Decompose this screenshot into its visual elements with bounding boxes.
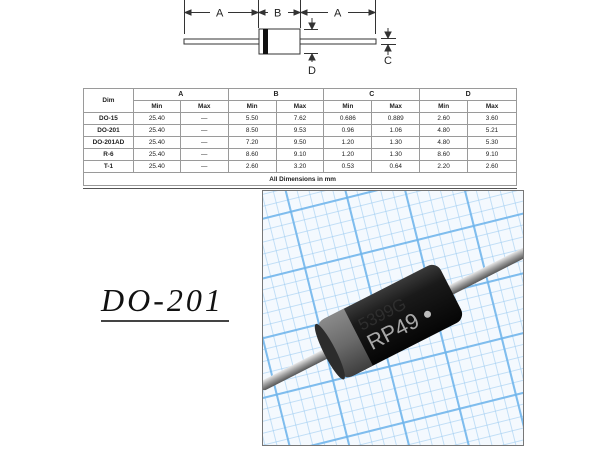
cell-b-max: 7.62 — [275, 112, 325, 125]
cell-a-max: — — [179, 148, 229, 161]
group-header-a: A — [132, 88, 229, 101]
row-package-name: DO-15 — [83, 112, 134, 125]
sub-header-max: Max — [371, 100, 421, 113]
table-group-header-row: Dim A B C D — [83, 88, 517, 113]
cell-a-max: — — [179, 136, 229, 149]
group-header-b: B — [227, 88, 325, 101]
table-sub-header-row: Min Max Min Max Min Max Min Max — [84, 100, 517, 113]
row-package-name: T-1 — [83, 160, 134, 173]
cell-c-max: 1.30 — [371, 136, 421, 149]
cell-d-max: 5.30 — [467, 136, 517, 149]
cell-c-min: 1.20 — [323, 148, 373, 161]
package-name-label: DO-201 — [101, 282, 224, 318]
units-note: All Dimensions in mm — [83, 172, 517, 186]
cell-b-min: 7.20 — [227, 136, 277, 149]
cell-b-min: 5.50 — [227, 112, 277, 125]
cell-b-min: 8.50 — [227, 124, 277, 137]
cell-b-max: 9.53 — [275, 124, 325, 137]
cell-b-max: 9.50 — [275, 136, 325, 149]
cell-a-min: 25.40 — [132, 160, 181, 173]
divider — [83, 188, 517, 189]
sub-header-max: Max — [467, 100, 517, 113]
sub-header-max: Max — [179, 100, 229, 113]
marking-dot — [424, 310, 432, 318]
dimension-label-a-right: A — [334, 8, 342, 20]
sub-header-min: Min — [323, 100, 373, 113]
group-header-d: D — [419, 88, 517, 101]
row-package-name: DO-201AD — [83, 136, 134, 149]
cell-d-max: 5.21 — [467, 124, 517, 137]
row-package-name: R-6 — [83, 148, 134, 161]
cell-c-min: 0.686 — [323, 112, 373, 125]
cell-c-min: 1.20 — [323, 136, 373, 149]
cell-a-min: 25.40 — [132, 112, 181, 125]
dimension-label-b: B — [274, 8, 281, 20]
sub-header-min: Min — [227, 100, 277, 113]
cell-b-max: 9.10 — [275, 148, 325, 161]
sub-header-min: Min — [132, 100, 181, 113]
dimension-label-a-left: A — [216, 8, 224, 20]
cell-c-max: 1.30 — [371, 148, 421, 161]
cell-c-min: 0.96 — [323, 124, 373, 137]
cell-d-min: 2.60 — [419, 112, 469, 125]
cell-d-min: 4.80 — [419, 124, 469, 137]
dimensions-table: Dim A B C D Min Max Min Max Min Max Min … — [83, 88, 517, 186]
table-row: T-1 25.40 — 2.60 3.20 0.53 0.64 2.20 2.6… — [83, 160, 517, 173]
cell-c-max: 0.889 — [371, 112, 421, 125]
table-row: DO-201 25.40 — 8.50 9.53 0.96 1.06 4.80 … — [83, 124, 517, 137]
cell-d-min: 2.20 — [419, 160, 469, 173]
dimension-label-c: C — [384, 55, 392, 67]
cell-d-max: 9.10 — [467, 148, 517, 161]
table-row: R-6 25.40 — 8.60 9.10 1.20 1.30 8.60 9.1… — [83, 148, 517, 161]
cell-a-min: 25.40 — [132, 124, 181, 137]
cell-d-max: 2.60 — [467, 160, 517, 173]
table-row: DO-15 25.40 — 5.50 7.62 0.686 0.889 2.60… — [83, 112, 517, 125]
dim-header: Dim — [83, 88, 134, 113]
cell-c-max: 1.06 — [371, 124, 421, 137]
sub-header-max: Max — [275, 100, 325, 113]
row-package-name: DO-201 — [83, 124, 134, 137]
cell-d-min: 4.80 — [419, 136, 469, 149]
cell-b-max: 3.20 — [275, 160, 325, 173]
cell-b-min: 2.60 — [227, 160, 277, 173]
package-name-underline — [101, 320, 229, 322]
cell-c-min: 0.53 — [323, 160, 373, 173]
dimension-label-d: D — [308, 65, 316, 77]
diode-illustration: 5399G RP49 — [263, 247, 523, 391]
diode-photo: 5399G RP49 — [262, 190, 524, 446]
sub-header-min: Min — [419, 100, 469, 113]
cell-a-max: — — [179, 112, 229, 125]
cathode-band — [318, 308, 373, 378]
cell-d-min: 8.60 — [419, 148, 469, 161]
cell-a-max: — — [179, 160, 229, 173]
cell-a-max: — — [179, 124, 229, 137]
cell-a-min: 25.40 — [132, 136, 181, 149]
cell-a-min: 25.40 — [132, 148, 181, 161]
cell-d-max: 3.60 — [467, 112, 517, 125]
cell-b-min: 8.60 — [227, 148, 277, 161]
group-header-c: C — [323, 88, 421, 101]
cell-c-max: 0.64 — [371, 160, 421, 173]
package-dimension-diagram: A B A D C — [170, 0, 410, 85]
table-row: DO-201AD 25.40 — 7.20 9.50 1.20 1.30 4.8… — [83, 136, 517, 149]
table-footer-row: All Dimensions in mm — [83, 172, 517, 186]
